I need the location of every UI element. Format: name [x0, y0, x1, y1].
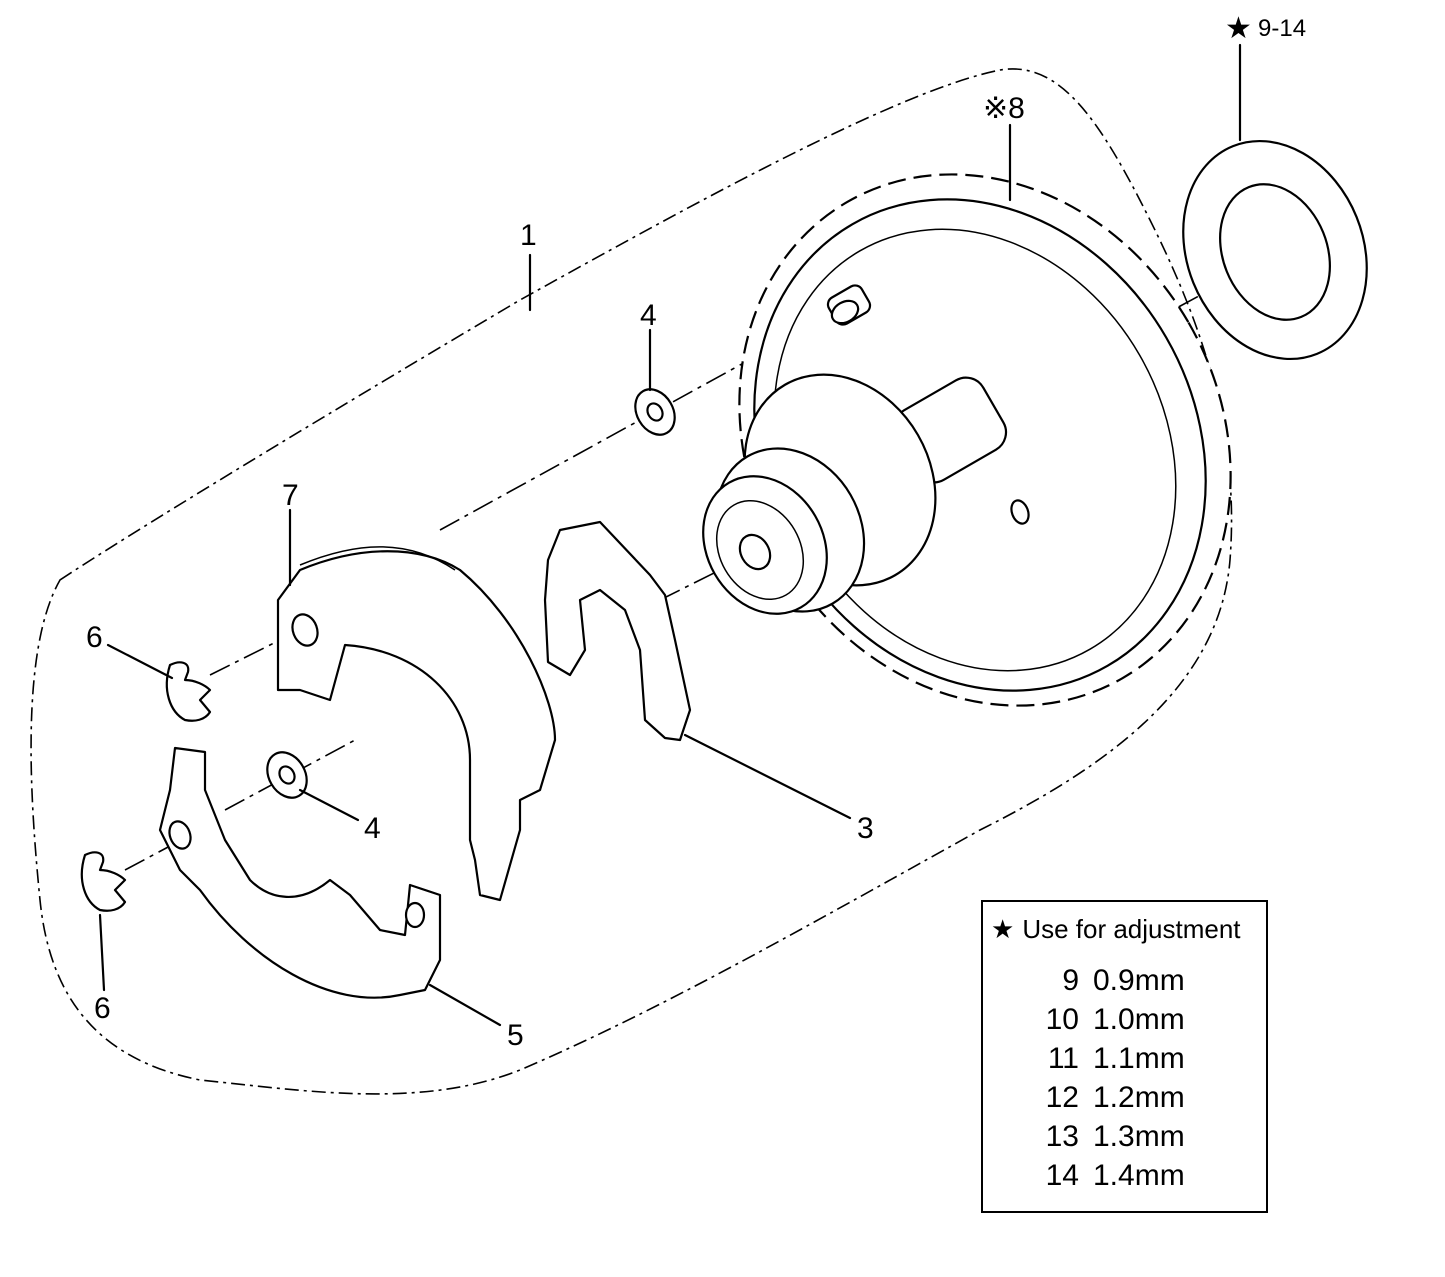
- e-clip-part-6-upper: [165, 661, 212, 722]
- callout-9-14: 9-14: [1258, 15, 1306, 42]
- legend-title-text: Use for adjustment: [1022, 914, 1241, 944]
- leader-line-6-upper: [106, 643, 174, 680]
- plate-part-5: [158, 746, 442, 999]
- legend-row-size: 1.4mm: [1093, 1159, 1185, 1192]
- callout-4-lower: 4: [364, 812, 381, 845]
- leader-line-4-lower: [298, 788, 360, 822]
- legend-row-number: 9: [1062, 964, 1079, 997]
- legend-row-size: 1.2mm: [1093, 1081, 1185, 1114]
- legend-title: ★Use for adjustment: [991, 914, 1241, 945]
- callout-7: 7: [282, 479, 299, 512]
- callout-8: ※8: [983, 92, 1025, 125]
- legend-row-number: 13: [1045, 1120, 1079, 1153]
- legend-row: 11 1.1mm: [1023, 1042, 1185, 1076]
- washer-part-4-upper: [634, 388, 676, 436]
- legend-row-size: 1.1mm: [1093, 1042, 1185, 1075]
- callout-6-lower: 6: [94, 992, 111, 1025]
- shim-washer-part-9-14: [1182, 139, 1368, 361]
- assembly-boundary: [30, 68, 1233, 1095]
- adjustment-legend: ★Use for adjustment 9 0.9mm 10 1.0mm 11 1.1…: [981, 900, 1268, 1213]
- legend-row-size: 1.3mm: [1093, 1120, 1185, 1153]
- star-icon: ★: [1225, 12, 1252, 45]
- leader-line-3: [683, 733, 852, 820]
- leader-line-5: [428, 983, 502, 1027]
- star-icon: ★: [991, 914, 1015, 944]
- legend-row: 13 1.3mm: [1023, 1120, 1185, 1154]
- axis-line-washer-low: [224, 739, 356, 811]
- e-clip-part-6-lower: [80, 851, 127, 912]
- callout-1: 1: [520, 219, 537, 252]
- callout-4-upper: 4: [640, 299, 657, 332]
- bracket-part-3: [543, 520, 692, 742]
- legend-row: 14 1.4mm: [1023, 1159, 1185, 1193]
- legend-row-number: 12: [1045, 1081, 1079, 1114]
- legend-row-number: 14: [1045, 1159, 1079, 1192]
- callout-6-upper: 6: [86, 621, 103, 654]
- legend-row: 12 1.2mm: [1023, 1081, 1185, 1115]
- callout-5: 5: [507, 1019, 524, 1052]
- legend-row: 9 0.9mm: [1023, 964, 1185, 998]
- legend-row-size: 1.0mm: [1093, 1003, 1185, 1036]
- legend-row-number: 10: [1045, 1003, 1079, 1036]
- legend-row-size: 0.9mm: [1093, 964, 1185, 997]
- leader-line-6-lower: [98, 913, 106, 992]
- legend-row: 10 1.0mm: [1023, 1003, 1185, 1037]
- legend-row-number: 11: [1047, 1042, 1079, 1075]
- washer-part-4-lower: [266, 751, 308, 799]
- gear-part-8: [702, 173, 1232, 707]
- cover-plate-part-7: [276, 546, 557, 902]
- callout-3: 3: [857, 812, 874, 845]
